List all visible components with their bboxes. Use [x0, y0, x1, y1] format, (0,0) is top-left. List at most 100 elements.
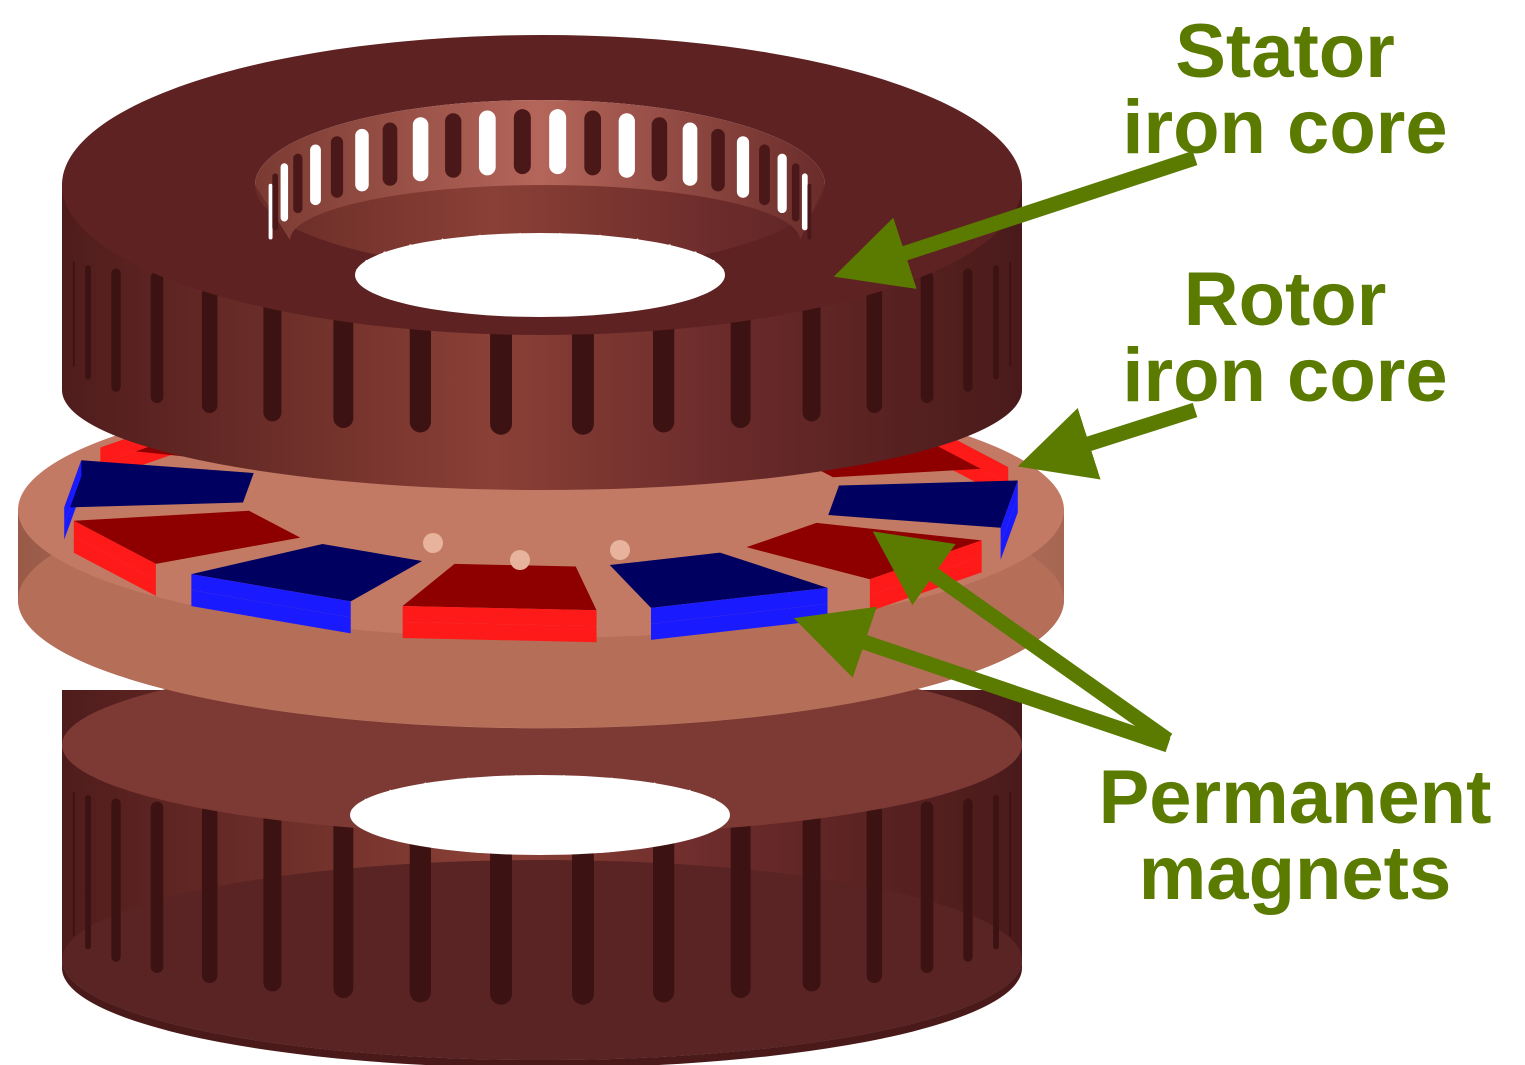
stator-tooth: [615, 251, 698, 291]
stator-slot: [85, 265, 91, 380]
inner-slot: [791, 163, 800, 222]
magnet-north: [73, 510, 301, 564]
inner-slot: [268, 183, 273, 240]
magnet-edge: [402, 622, 597, 643]
stator-tooth: [602, 244, 672, 288]
magnet-edge: [191, 574, 351, 618]
stator-tooth: [517, 232, 532, 281]
stator-tooth: [624, 259, 716, 295]
magnet-edge: [64, 460, 82, 524]
bottom-stator-core: [62, 655, 1022, 1065]
stator-slot: [72, 261, 75, 367]
stator-slot: [201, 274, 218, 414]
inner-slot: [280, 163, 289, 222]
top-stator-face: [62, 35, 1022, 335]
stator-tooth: [355, 268, 451, 300]
rotor-label-line1: Rotor: [1183, 257, 1387, 342]
inner-slot: [584, 110, 602, 176]
inner-slot: [618, 113, 635, 178]
stator-slot: [263, 276, 282, 422]
rotor-iron-core-label: Rotor iron core: [1105, 262, 1465, 414]
inner-slot: [293, 153, 303, 214]
stator-slot: [490, 809, 512, 1005]
stator-slot: [730, 808, 751, 998]
rotor-label-line2: iron core: [1122, 333, 1448, 418]
inner-slot: [711, 128, 725, 192]
stator-label-line2: iron core: [1122, 85, 1448, 170]
stator-slot: [111, 798, 121, 962]
magnet-edge: [650, 587, 828, 624]
inner-slot: [777, 153, 787, 214]
magnet-north: [402, 563, 597, 611]
rotor-hub-hole: [423, 533, 443, 553]
top-stator-inner-slots: [268, 109, 812, 240]
stator-tooth: [629, 268, 725, 300]
magnet-south: [64, 460, 254, 508]
magnet-arrow-upper: [872, 531, 1173, 747]
magnet-edge: [1000, 480, 1018, 544]
stator-tooth: [408, 244, 478, 288]
stator-slot: [993, 795, 999, 950]
stator-slot: [963, 268, 973, 392]
inner-slot: [310, 144, 321, 206]
stator-tooth: [440, 238, 494, 285]
inner-slot: [513, 109, 531, 175]
magnet-edge: [402, 606, 597, 627]
inner-slot: [549, 109, 567, 175]
stator-tooth: [382, 251, 465, 291]
permanent-magnets-label: Permanent magnets: [1075, 760, 1515, 912]
stator-tooth: [548, 232, 563, 281]
top-stator-inner-wall: [255, 100, 825, 240]
magnets-label-line2: magnets: [1138, 831, 1452, 916]
magnet-arrow-lower: [793, 606, 1171, 753]
stator-slot: [920, 271, 934, 404]
magnet-edge: [73, 536, 156, 596]
magnet-south: [191, 544, 423, 602]
magnet-edge: [73, 520, 156, 580]
stator-slot: [72, 791, 75, 937]
rotor-hub-hole: [610, 540, 630, 560]
stator-iron-core-label: Stator iron core: [1105, 14, 1465, 166]
stator-slot: [866, 274, 883, 414]
stator-label-line1: Stator: [1175, 9, 1395, 94]
callout-arrows: [793, 150, 1198, 753]
magnets-label-line1: Permanent: [1098, 755, 1492, 840]
stator-slot: [1009, 791, 1012, 937]
stator-slot: [866, 804, 883, 984]
stator-slot: [111, 268, 121, 392]
inner-slot: [445, 113, 462, 178]
top-stator-core: [62, 35, 1022, 490]
stator-tooth: [586, 238, 640, 285]
stator-tooth: [477, 234, 512, 282]
stator-slot: [85, 795, 91, 950]
rotor-hub-hole: [510, 550, 530, 570]
magnet-edge: [650, 603, 828, 640]
stator-slot: [201, 804, 218, 984]
stator-slot: [333, 808, 354, 998]
top-stator-teeth: [355, 232, 725, 300]
stator-slot: [993, 265, 999, 380]
magnet-edge: [1000, 496, 1018, 560]
stator-slot: [409, 809, 431, 1003]
inner-slot: [478, 110, 496, 176]
stator-tooth: [364, 259, 456, 295]
inner-slot: [412, 117, 429, 182]
bottom-stator-slots: [72, 791, 1012, 1005]
inner-slot: [651, 117, 668, 182]
magnet-south: [609, 552, 828, 608]
stator-slot: [572, 809, 594, 1005]
inner-slot: [382, 122, 398, 186]
inner-slot: [801, 173, 808, 231]
stator-tooth: [568, 234, 603, 282]
stator-arrow: [833, 150, 1198, 289]
stator-slot: [920, 801, 934, 974]
inner-slot: [759, 144, 770, 206]
inner-slot: [330, 136, 344, 198]
inner-slot: [807, 183, 812, 240]
inner-slot: [355, 128, 369, 192]
bottom-stator-bore: [350, 775, 730, 855]
magnet-edge: [191, 590, 351, 634]
inner-slot: [736, 136, 750, 198]
